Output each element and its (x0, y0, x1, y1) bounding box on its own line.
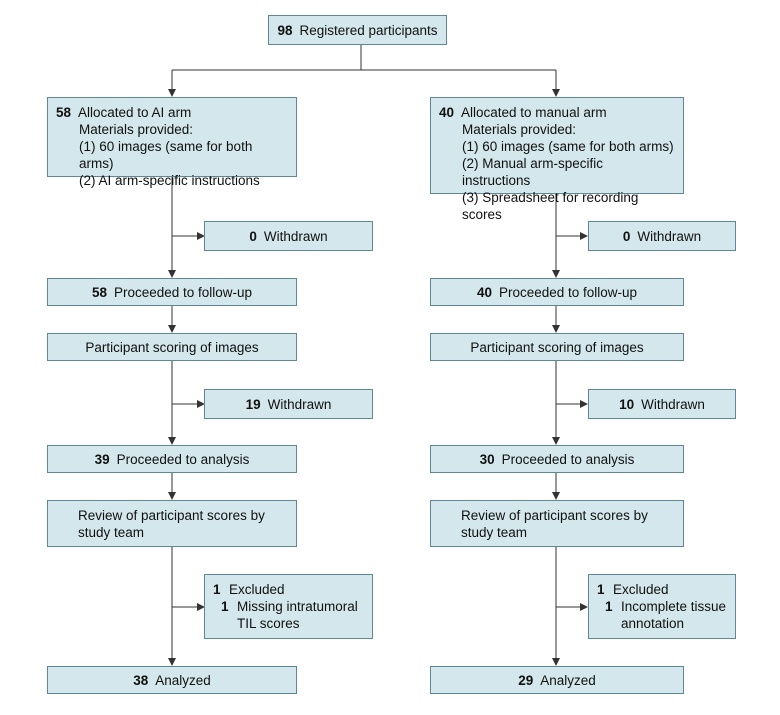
manual-excluded-reason-count: 1 (605, 599, 613, 614)
manual-arm-allocation-box: 40 Allocated to manual arm Materials pro… (430, 97, 684, 222)
arrowhead (552, 492, 560, 500)
arrowhead (552, 270, 560, 278)
ai-analyzed-label: Analyzed (155, 672, 211, 688)
arrowhead (552, 658, 560, 666)
arrowhead (168, 437, 176, 445)
ai-excluded-reason-count: 1 (221, 599, 229, 614)
arrowhead (168, 658, 176, 666)
ai-excluded-label: Excluded (229, 582, 285, 597)
ai-excluded-box: 1 Excluded 1 Missing intratumoral TIL sc… (204, 574, 373, 639)
manual-withdrawn2-count: 10 (619, 396, 635, 412)
ai-review-line: study team (78, 525, 145, 540)
ai-withdrawn2-label: Withdrawn (267, 396, 332, 412)
manual-review-line: study team (461, 525, 528, 540)
ai-withdrawn-count: 0 (249, 228, 257, 244)
arrowhead (552, 89, 560, 97)
arrowhead (580, 232, 588, 240)
registered-count: 98 (277, 22, 293, 38)
ai-material-item: (2) AI arm-specific instructions (79, 173, 260, 188)
ai-scoring-box: Participant scoring of images (47, 333, 297, 361)
manual-excluded-count: 1 (597, 582, 605, 597)
arrowhead (580, 400, 588, 408)
manual-allocated-count: 40 (439, 105, 455, 120)
arrowhead (168, 270, 176, 278)
arrowhead (552, 437, 560, 445)
manual-review-line: Review of participant scores by (461, 508, 648, 523)
manual-withdrawn-followup-box: 0 Withdrawn (588, 221, 736, 251)
arrowhead (580, 603, 588, 611)
manual-excluded-box: 1 Excluded 1 Incomplete tissue annotatio… (588, 574, 736, 639)
manual-analyzed-box: 29 Analyzed (430, 666, 684, 694)
ai-followup-count: 58 (91, 284, 107, 300)
arrowhead (168, 325, 176, 333)
manual-withdrawn-label: Withdrawn (637, 228, 702, 244)
manual-analysis-count: 30 (479, 451, 495, 467)
manual-material-item: (2) Manual arm-specific instructions (462, 156, 604, 188)
arrowhead (197, 400, 205, 408)
ai-excluded-reason: Missing intratumoral (237, 599, 358, 614)
ai-followup-label: Proceeded to follow-up (113, 284, 253, 300)
arrowhead (197, 603, 205, 611)
ai-followup-box: 58 Proceeded to follow-up (47, 278, 297, 306)
ai-arm-allocation-box: 58 Allocated to AI arm Materials provide… (47, 97, 297, 188)
manual-material-item: (3) Spreadsheet for recording scores (462, 190, 639, 222)
manual-analysis-box: 30 Proceeded to analysis (430, 445, 684, 473)
manual-excluded-reason: Incomplete tissue (621, 599, 727, 614)
manual-review-box: Review of participant scores by study te… (430, 500, 684, 547)
arrowhead (168, 492, 176, 500)
registered-participants-box: 98 Registered participants (268, 15, 447, 45)
manual-withdrawn2-label: Withdrawn (641, 396, 705, 412)
ai-withdrawn-scoring-box: 19 Withdrawn (204, 389, 373, 419)
manual-excluded-label: Excluded (613, 582, 669, 597)
manual-scoring-box: Participant scoring of images (430, 333, 684, 361)
manual-excluded-reason: annotation (621, 616, 685, 631)
manual-followup-box: 40 Proceeded to follow-up (430, 278, 684, 306)
ai-material-item: (1) 60 images (same for both arms) (79, 139, 253, 171)
ai-withdrawn-followup-box: 0 Withdrawn (204, 221, 373, 251)
ai-withdrawn2-count: 19 (245, 396, 261, 412)
ai-analyzed-count: 38 (133, 672, 149, 688)
manual-analyzed-count: 29 (518, 672, 534, 688)
ai-analysis-count: 39 (94, 451, 110, 467)
ai-analysis-label: Proceeded to analysis (116, 451, 250, 467)
manual-withdrawn-scoring-box: 10 Withdrawn (588, 389, 736, 419)
manual-allocated-label: Allocated to manual arm (461, 105, 607, 120)
ai-analysis-box: 39 Proceeded to analysis (47, 445, 297, 473)
manual-scoring-label: Participant scoring of images (470, 339, 644, 355)
arrowhead (168, 89, 176, 97)
ai-analyzed-box: 38 Analyzed (47, 666, 297, 694)
manual-withdrawn-count: 0 (622, 228, 631, 244)
manual-material-item: (1) 60 images (same for both arms) (462, 139, 674, 154)
ai-scoring-label: Participant scoring of images (85, 339, 259, 355)
manual-analyzed-label: Analyzed (540, 672, 596, 688)
manual-followup-count: 40 (476, 284, 492, 300)
arrowhead (552, 325, 560, 333)
ai-allocated-count: 58 (56, 105, 72, 120)
ai-excluded-count: 1 (213, 582, 221, 597)
arrowhead (197, 232, 205, 240)
ai-allocated-label: Allocated to AI arm (78, 105, 192, 120)
ai-withdrawn-label: Withdrawn (263, 228, 328, 244)
manual-materials-label: Materials provided: (462, 122, 577, 137)
manual-followup-label: Proceeded to follow-up (498, 284, 638, 300)
manual-analysis-label: Proceeded to analysis (501, 451, 635, 467)
ai-review-box: Review of participant scores by study te… (47, 500, 297, 547)
ai-review-line: Review of participant scores by (78, 508, 265, 523)
ai-materials-label: Materials provided: (79, 122, 194, 137)
ai-excluded-reason: TIL scores (237, 616, 300, 631)
registered-label: Registered participants (299, 22, 438, 38)
